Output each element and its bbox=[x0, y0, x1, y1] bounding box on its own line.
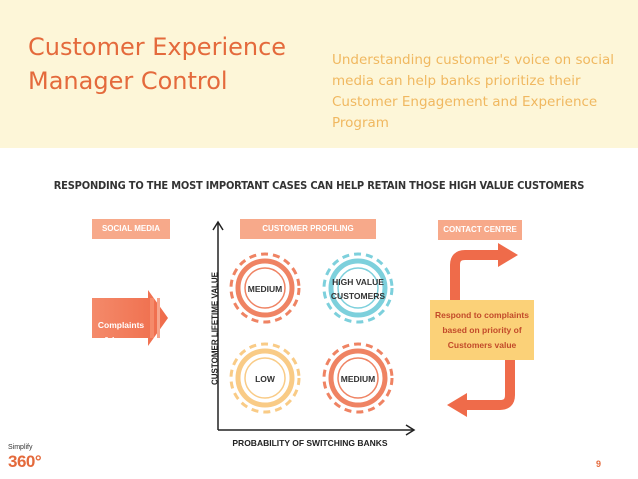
label-customer-profiling: CUSTOMER PROFILING bbox=[240, 219, 376, 239]
respond-line-1: Respond to complaints bbox=[435, 310, 529, 320]
complaints-arrow-text: Complaints & Issues bbox=[94, 318, 148, 348]
slide-subtitle: Understanding customer's voice on social… bbox=[332, 52, 614, 131]
slide-title: Customer Experience Manager Control bbox=[28, 30, 318, 98]
label-contact-centre: CONTACT CENTRE bbox=[438, 220, 522, 240]
gear-low bbox=[229, 342, 301, 414]
quadrant-low-label: LOW bbox=[255, 374, 275, 384]
cycle-arrow-heads bbox=[447, 243, 518, 417]
quadrant-medium-bottom-label: MEDIUM bbox=[340, 374, 376, 384]
high-value-line-1: HIGH VALUE bbox=[332, 277, 384, 287]
respond-box: Respond to complaints based on priority … bbox=[430, 300, 534, 360]
logo-tagline: Simplify bbox=[8, 444, 33, 451]
quadrant-high-value-label: HIGH VALUE CUSTOMERS bbox=[325, 275, 391, 303]
high-value-line-2: CUSTOMERS bbox=[330, 291, 386, 301]
x-axis-label: PROBABILITY OF SWITCHING BANKS bbox=[232, 438, 388, 448]
y-axis-label: CUSTOMER LIFETIME VALUE bbox=[210, 271, 220, 386]
respond-line-2: based on priority of bbox=[442, 325, 522, 335]
header-band bbox=[0, 0, 638, 148]
title-line-1: Customer Experience bbox=[28, 33, 287, 61]
title-line-2: Manager Control bbox=[28, 67, 228, 95]
arrow-text-line-2: & Issues bbox=[103, 335, 139, 345]
cycle-arrows bbox=[450, 250, 515, 410]
quadrant-medium-top-label: MEDIUM bbox=[247, 284, 283, 294]
gear-medium-bottom bbox=[322, 342, 394, 414]
gear-high-value bbox=[322, 252, 394, 324]
gear-medium-top bbox=[229, 252, 301, 324]
page-number: 9 bbox=[596, 459, 602, 469]
matrix-axes bbox=[212, 220, 416, 436]
respond-line-3: Customers value bbox=[447, 340, 517, 350]
diagram-headline: RESPONDING TO THE MOST IMPORTANT CASES C… bbox=[53, 179, 585, 192]
logo-wordmark: 360° bbox=[8, 452, 42, 471]
label-social-media-data: SOCIAL MEDIA DATA bbox=[92, 219, 170, 253]
arrow-text-line-1: Complaints bbox=[97, 320, 145, 330]
complaints-arrow bbox=[92, 290, 168, 346]
